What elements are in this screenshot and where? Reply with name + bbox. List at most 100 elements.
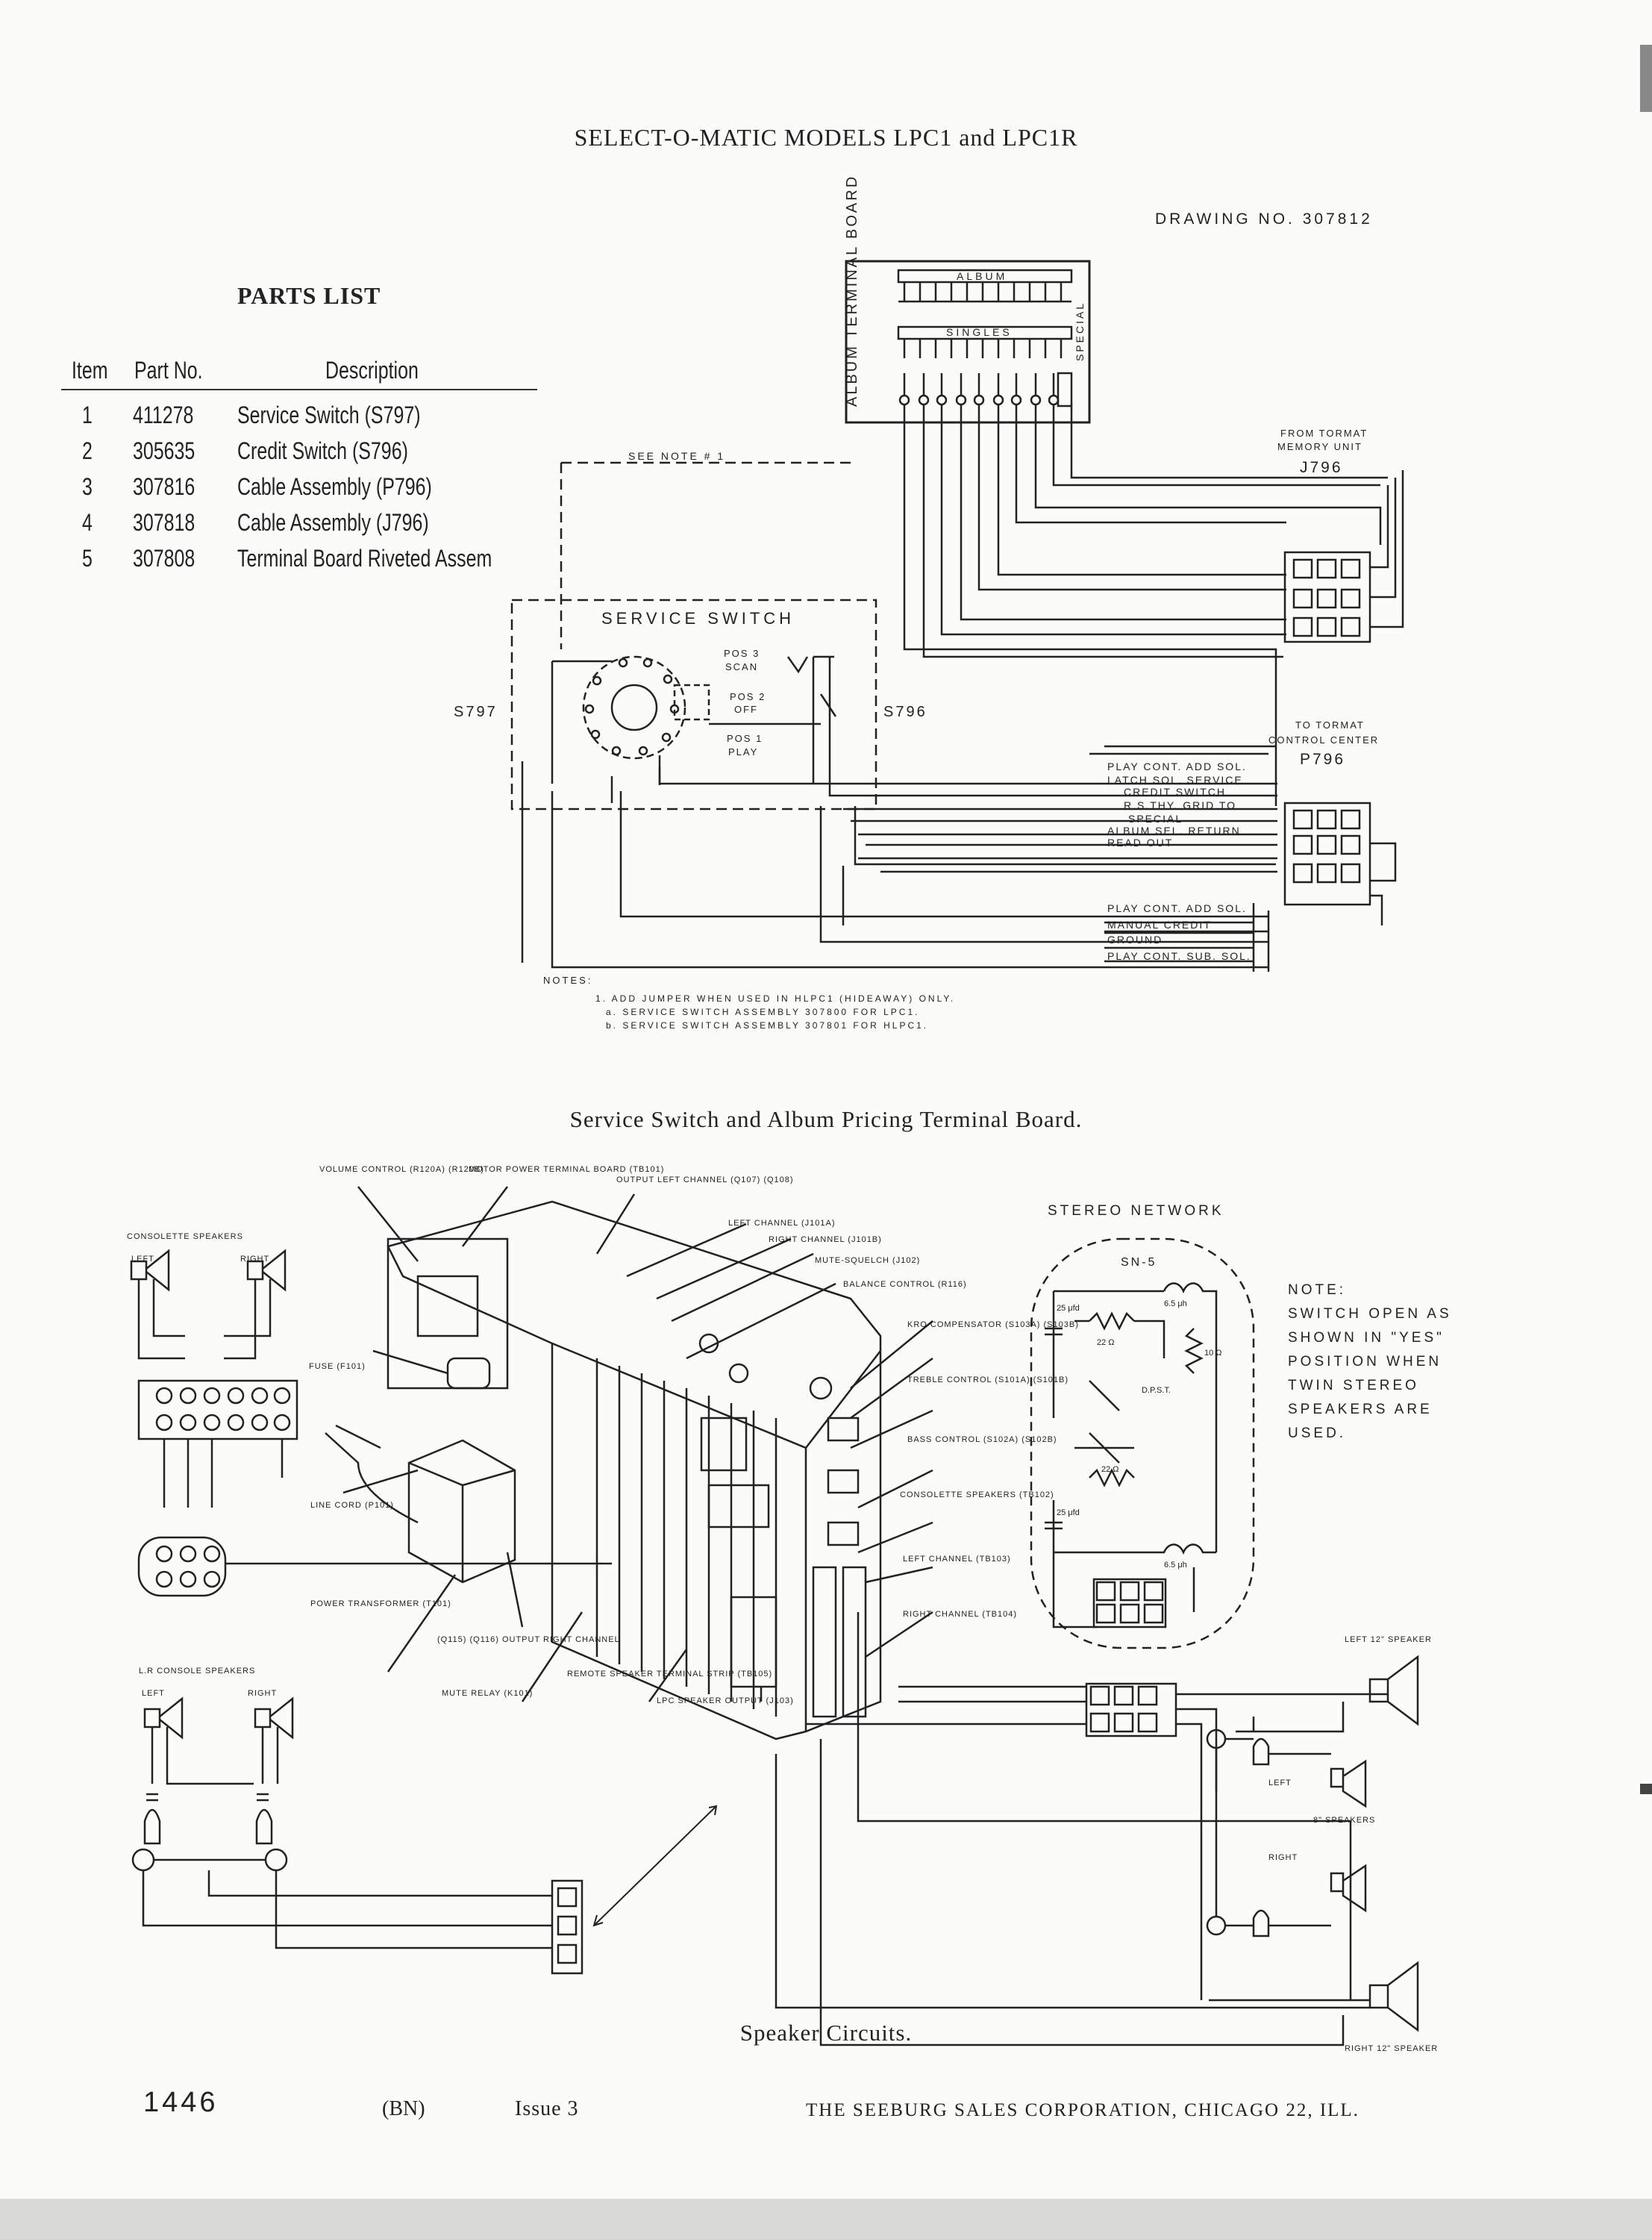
note-line: POSITION WHEN [1288, 1354, 1442, 1370]
callout-left-channel: LEFT CHANNEL (J101A) [728, 1219, 835, 1228]
parts-number: 305635 [133, 437, 195, 464]
sn5-label: SN-5 [1121, 1256, 1157, 1269]
special-label: SPECIAL [1074, 302, 1086, 361]
callout-mute-relay: MUTE RELAY (K101) [442, 1689, 533, 1698]
speaker-caption: Speaker Circuits. [739, 2020, 913, 2046]
note-line: SHOWN IN "YES" [1288, 1330, 1445, 1346]
switch-label: D.P.S.T. [1142, 1386, 1171, 1395]
parts-description: Terminal Board Riveted Assem [237, 545, 492, 572]
scan-edge-mark [1640, 1784, 1652, 1794]
signal-label: R.S.THY. GRID TO [1124, 799, 1236, 811]
parts-description: Service Switch (S797) [237, 402, 421, 428]
footer-code: (BN) [382, 2097, 425, 2120]
inductor-value: 6.5 μh [1164, 1299, 1187, 1308]
signal-label: SPECIAL [1128, 813, 1183, 825]
s797-label: S797 [454, 704, 498, 720]
parts-list-rule [61, 389, 537, 390]
s796-label: S796 [883, 704, 927, 720]
signal-label: READ OUT [1107, 837, 1173, 849]
from-tormat-label: FROM TORMAT [1280, 428, 1368, 439]
left-label: LEFT [1268, 1779, 1292, 1787]
signal-label: PLAY CONT. ADD SOL. [1107, 761, 1247, 772]
speaker-circuits-diagram: CONSOLETTE SPEAKERS LEFT RIGHT L.R CONSO… [127, 1165, 1449, 2053]
callout-left-tb: LEFT CHANNEL (TB103) [903, 1555, 1011, 1564]
right-12-speaker-label: RIGHT 12" SPEAKER [1345, 2044, 1438, 2053]
note-label: NOTE: [1288, 1282, 1346, 1298]
callout-right-tb: RIGHT CHANNEL (TB104) [903, 1610, 1017, 1619]
callout-consolette-tb: CONSOLETTE SPEAKERS (TB102) [900, 1490, 1054, 1499]
see-note-label: SEE NOTE # 1 [628, 450, 725, 462]
stereo-network-label: STEREO NETWORK [1048, 1203, 1224, 1219]
footer-issue: Issue 3 [515, 2097, 579, 2120]
note-line: b. SERVICE SWITCH ASSEMBLY 307801 FOR HL… [606, 1020, 928, 1031]
pos1-label: POS 1 [727, 733, 763, 744]
note-line: USED. [1288, 1425, 1346, 1441]
off-label: OFF [734, 704, 758, 715]
note-line: SPEAKERS ARE [1288, 1402, 1433, 1417]
callout-power-transformer: POWER TRANSFORMER (T101) [310, 1599, 451, 1608]
col-header-item: Item [72, 357, 108, 384]
page-title: SELECT-O-MATIC MODELS LPC1 and LPC1R [574, 124, 1078, 151]
signal-label: PLAY CONT. SUB. SOL. [1107, 950, 1251, 962]
parts-description: Credit Switch (S796) [237, 437, 408, 464]
inductor-value: 6.5 μh [1164, 1561, 1187, 1570]
wiring-caption: Service Switch and Album Pricing Termina… [569, 1106, 1083, 1132]
signal-label: CREDIT SWITCH [1124, 786, 1226, 798]
scan-edge-band [0, 2199, 1652, 2239]
signal-label: ALBUM SEL. RETURN [1107, 825, 1241, 837]
callout-lpc-out: LPC SPEAKER OUTPUT (J103) [657, 1696, 794, 1705]
note-line: 1. ADD JUMPER WHEN USED IN HLPC1 (HIDEAW… [595, 993, 955, 1004]
parts-number: 307808 [133, 545, 195, 572]
callout-line-cord: LINE CORD (P101) [310, 1501, 394, 1510]
wiring-diagram: ALBUM TERMINAL BOARD ALBUM SINGLES SPECI… [454, 175, 1404, 1031]
left-label: LEFT [142, 1689, 165, 1698]
parts-item: 2 [82, 437, 93, 464]
signal-label: LATCH SOL. SERVICE [1107, 774, 1243, 786]
parts-description: Cable Assembly (J796) [237, 509, 429, 536]
callout-volume: VOLUME CONTROL (R120A) (R120B) [319, 1165, 484, 1174]
control-center-label: CONTROL CENTER [1268, 734, 1379, 746]
to-tormat-label: TO TORMAT [1295, 719, 1365, 731]
pos2-label: POS 2 [730, 691, 766, 702]
scan-edge-mark [1640, 45, 1652, 112]
signal-label: MANUAL CREDIT [1107, 919, 1212, 931]
album-label: ALBUM [957, 270, 1007, 282]
col-header-part: Part No. [134, 357, 203, 384]
eight-speakers-label: 8" SPEAKERS [1313, 1816, 1375, 1825]
parts-description: Cable Assembly (P796) [237, 473, 432, 500]
parts-item: 1 [82, 402, 93, 428]
left-12-speaker-label: LEFT 12" SPEAKER [1345, 1635, 1432, 1644]
capacitor-value: 25 μfd [1057, 1304, 1080, 1313]
parts-item: 3 [82, 473, 93, 500]
parts-number: 411278 [133, 402, 194, 428]
resistor-value: 22 Ω [1097, 1338, 1115, 1347]
note-line: a. SERVICE SWITCH ASSEMBLY 307800 FOR LP… [606, 1007, 919, 1017]
callout-output-left: OUTPUT LEFT CHANNEL (Q107) (Q108) [616, 1175, 794, 1184]
parts-item: 5 [82, 545, 93, 572]
note-line: TWIN STEREO [1288, 1378, 1419, 1393]
page-number: 1446 [143, 2087, 219, 2118]
callout-balance: BALANCE CONTROL (R116) [843, 1280, 967, 1289]
play-label: PLAY [728, 746, 758, 758]
terminal-board-label: ALBUM TERMINAL BOARD [844, 175, 860, 407]
col-header-desc: Description [325, 357, 419, 384]
parts-list-title: PARTS LIST [237, 282, 381, 309]
footer-corporation: THE SEEBURG SALES CORPORATION, CHICAGO 2… [806, 2100, 1360, 2120]
resistor-value: 10 Ω [1204, 1349, 1222, 1358]
pos3-label: POS 3 [724, 648, 760, 659]
callout-remote: REMOTE SPEAKER TERMINAL STRIP (TB105) [567, 1670, 772, 1679]
notes-title: NOTES: [543, 975, 592, 986]
right-label: RIGHT [240, 1255, 269, 1264]
lr-console-label: L.R CONSOLE SPEAKERS [139, 1667, 255, 1676]
callout-output-right: (Q115) (Q116) OUTPUT RIGHT CHANNEL [437, 1635, 620, 1644]
memory-unit-label: MEMORY UNIT [1277, 441, 1362, 452]
signal-label: PLAY CONT. ADD SOL. [1107, 902, 1247, 914]
consolette-speakers-label: CONSOLETTE SPEAKERS [127, 1232, 243, 1241]
resistor-value: 22 Ω [1101, 1465, 1119, 1474]
callout-mute-squelch: MUTE-SQUELCH (J102) [815, 1256, 920, 1265]
callout-right-channel: RIGHT CHANNEL (J101B) [769, 1235, 882, 1244]
callout-motor-power: MOTOR POWER TERMINAL BOARD (TB101) [469, 1165, 664, 1174]
j796-label: J796 [1300, 459, 1343, 476]
service-switch-label: SERVICE SWITCH [601, 609, 795, 628]
scan-label: SCAN [725, 661, 758, 672]
